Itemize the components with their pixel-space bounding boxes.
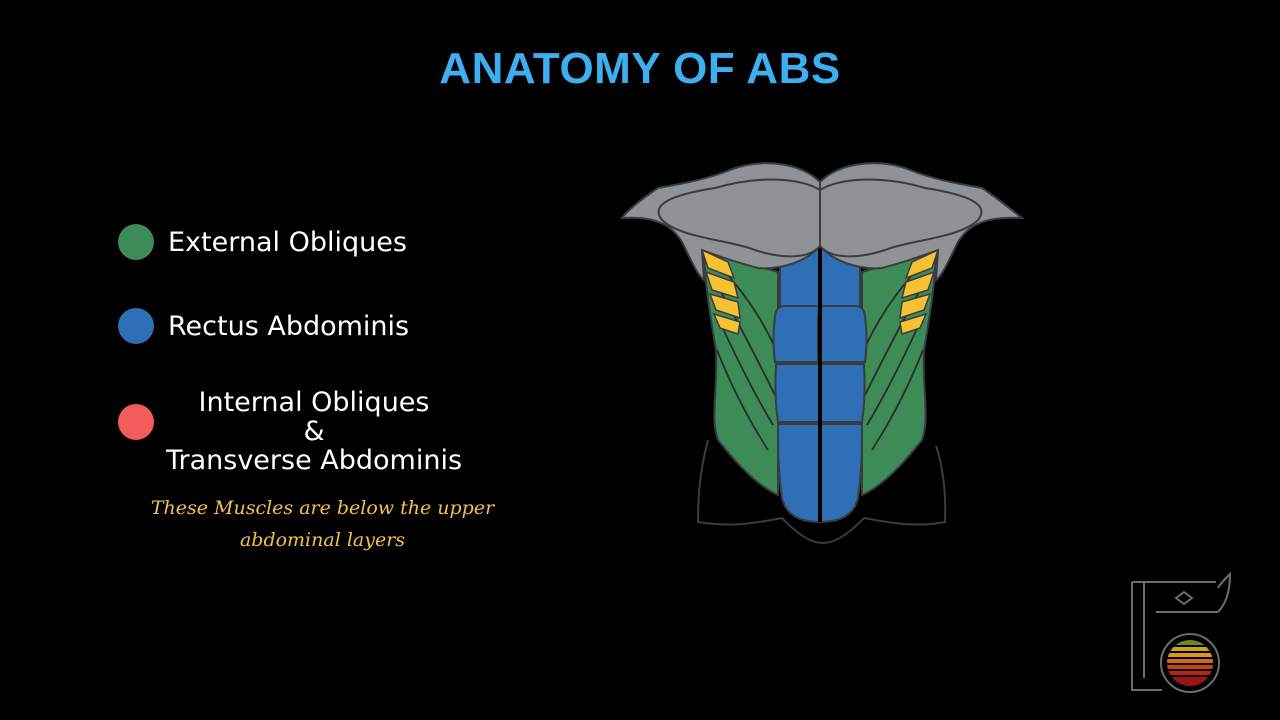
rectus-abdominis [772,238,868,524]
legend-dot-rectus-abdominis [118,308,154,344]
serratus-left [700,248,741,335]
legend-label-internal-transverse: Internal Obliques & Transverse Abdominis [164,388,464,475]
rectus-segment [819,423,864,524]
legend-dot-internal-obliques [118,404,154,440]
legend-item-rectus-abdominis: Rectus Abdominis [118,308,409,344]
note-text: These Muscles are below the upper abdomi… [150,497,495,551]
rectus-segment [817,305,868,363]
legend-label-connector: & [303,416,325,447]
legend-dot-external-obliques [118,224,154,260]
legend-label: Rectus Abdominis [168,310,410,342]
rectus-segment [776,423,821,524]
logo-stripes [1167,640,1213,686]
rectus-segment [772,305,823,363]
kettlebell-logo-icon [1131,571,1232,693]
legend-label-line1: Internal Obliques [198,387,430,418]
legend-label: External Obliques [168,226,407,258]
pec-contour [657,178,821,258]
legend-label-line2: Transverse Abdominis [165,445,463,476]
serratus-right [899,248,940,335]
pec-contour [819,178,983,258]
chest-right [819,162,1026,282]
rectus-segment [819,363,866,423]
chest-left [620,162,821,282]
page-title: ANATOMY OF ABS [439,44,841,93]
legend-item-external-obliques: External Obliques [118,224,407,260]
legend-item-internal-obliques [118,404,154,440]
torso-diagram [620,162,1026,545]
rectus-segment [774,363,821,423]
